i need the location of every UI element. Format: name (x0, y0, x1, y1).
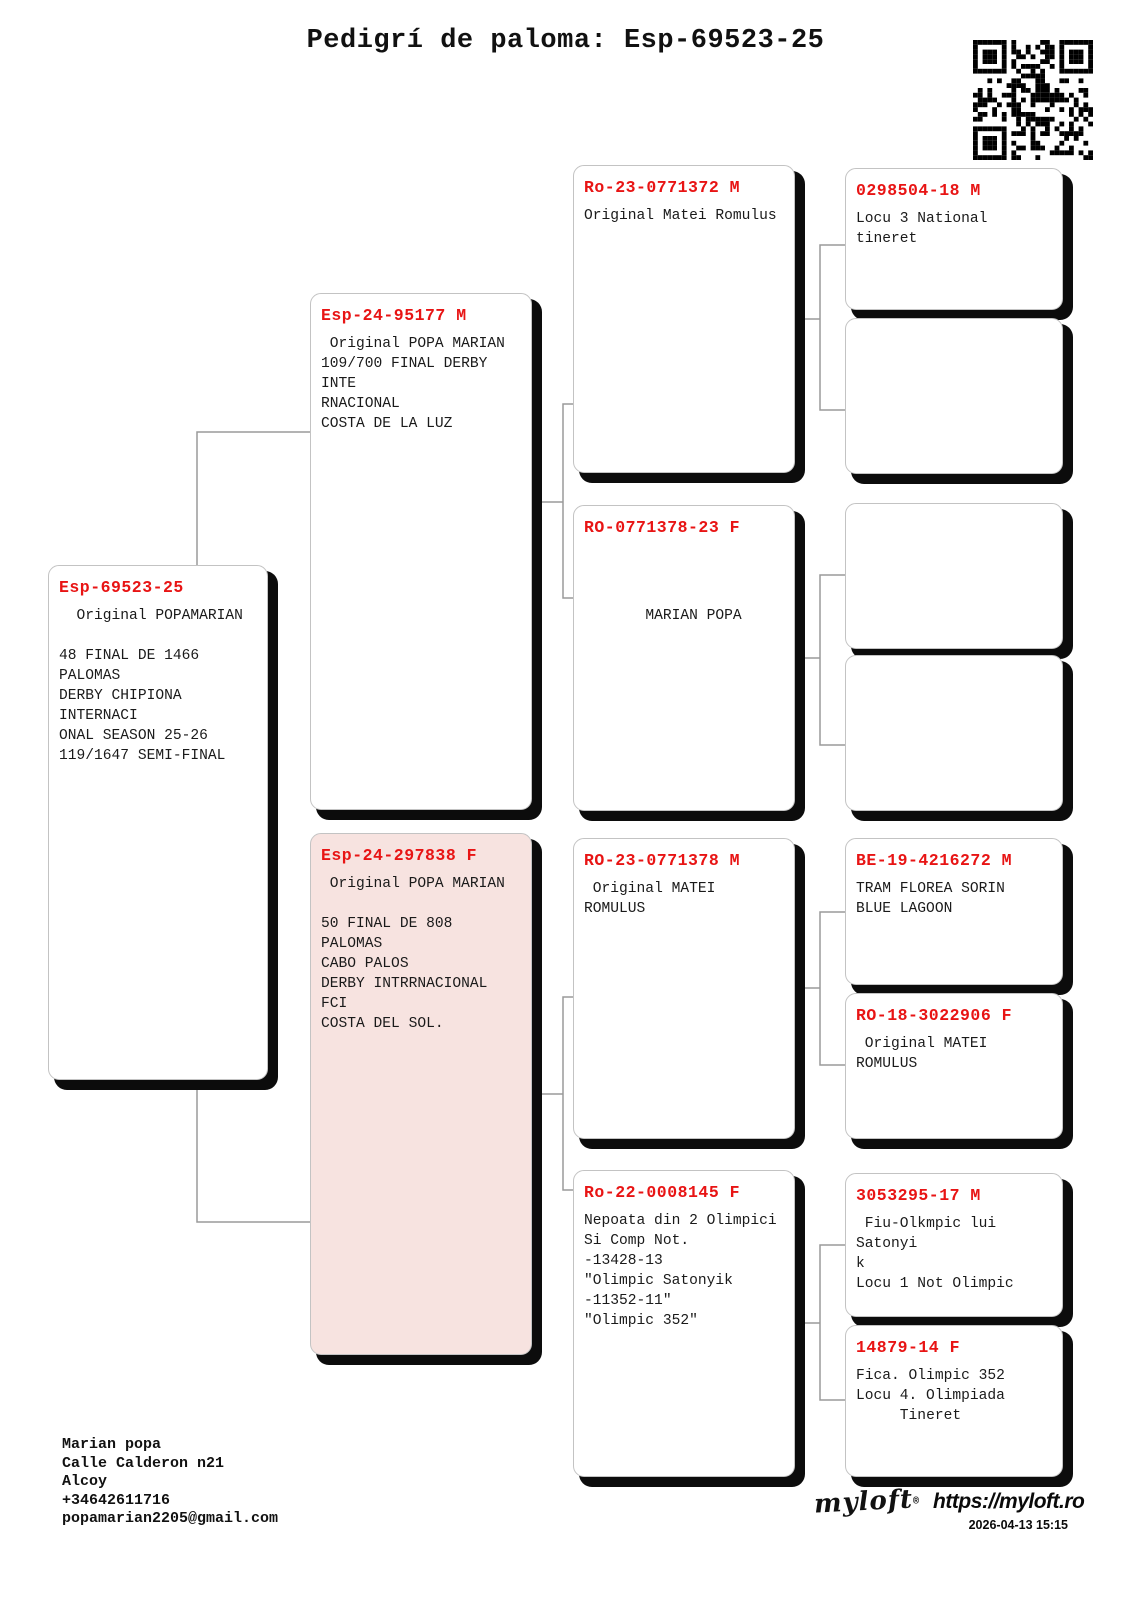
pedigree-box-great-grandparent-4-empty (845, 655, 1063, 811)
ring-id: Esp-24-297838 F (321, 846, 478, 865)
box-notes: Original MATEI ROMULUS (584, 881, 725, 917)
pedigree-box-maternal-grandmother: Ro-22-0008145 F Nepoata din 2 Olimpici S… (573, 1170, 795, 1477)
qr-code (973, 40, 1093, 160)
ring-id: 0298504-18 M (856, 181, 981, 200)
pedigree-box-great-grandparent-3-empty (845, 503, 1063, 649)
box-notes: TRAM FLOREA SORIN BLUE LAGOON (856, 881, 1005, 917)
box-notes: MARIAN POPA (645, 608, 742, 624)
ring-id: Ro-23-0771372 M (584, 178, 741, 197)
box-notes: Original POPA MARIAN 50 FINAL DE 808 PAL… (321, 876, 505, 1032)
box-notes: Nepoata din 2 Olimpici Si Comp Not. -134… (584, 1213, 777, 1329)
pedigree-box-great-grandparent-2-empty (845, 318, 1063, 474)
box-notes: Original MATEI ROMULUS (856, 1036, 997, 1072)
pedigree-box-paternal-grandmother: RO-0771378-23 F MARIAN POPA (573, 505, 795, 811)
ring-id: Esp-24-95177 M (321, 306, 467, 325)
ring-id: Esp-69523-25 (59, 578, 184, 597)
print-timestamp: 2026-04-13 15:15 (968, 1518, 1068, 1532)
ring-id: 3053295-17 M (856, 1186, 981, 1205)
pedigree-box-mother: Esp-24-297838 F Original POPA MARIAN 50 … (310, 833, 532, 1355)
pedigree-box-subject: Esp-69523-25 Original POPAMARIAN 48 FINA… (48, 565, 268, 1080)
pedigree-box-great-grandparent-8: 14879-14 F Fica. Olimpic 352 Locu 4. Oli… (845, 1325, 1063, 1477)
pedigree-box-great-grandparent-6: RO-18-3022906 F Original MATEI ROMULUS (845, 993, 1063, 1139)
pedigree-box-great-grandparent-1: 0298504-18 M Locu 3 National tineret (845, 168, 1063, 310)
box-notes: Original POPAMARIAN 48 FINAL DE 1466 PAL… (59, 608, 243, 764)
ring-id: RO-23-0771378 M (584, 851, 741, 870)
box-notes: Original Matei Romulus (584, 208, 777, 224)
ring-id: 14879-14 F (856, 1338, 961, 1357)
ring-id: RO-0771378-23 F (584, 518, 741, 537)
ring-id: BE-19-4216272 M (856, 851, 1013, 870)
box-notes: Fiu-Olkmpic lui Satonyi k Locu 1 Not Oli… (856, 1216, 1014, 1292)
pedigree-box-great-grandparent-7: 3053295-17 M Fiu-Olkmpic lui Satonyi k L… (845, 1173, 1063, 1317)
ring-id: RO-18-3022906 F (856, 1006, 1013, 1025)
registered-mark: ® (913, 1496, 920, 1508)
pedigree-box-great-grandparent-5: BE-19-4216272 M TRAM FLOREA SORIN BLUE L… (845, 838, 1063, 985)
pedigree-box-father: Esp-24-95177 M Original POPA MARIAN 109/… (310, 293, 532, 810)
pedigree-box-paternal-grandfather: Ro-23-0771372 M Original Matei Romulus (573, 165, 795, 473)
box-notes: Locu 3 National tineret (856, 211, 997, 247)
brand-name: myloft (813, 1484, 914, 1520)
breeder-contact: Marian popa Calle Calderon n21 Alcoy +34… (62, 1436, 279, 1527)
myloft-footer: myloft® https://myloft.ro 2026-04-13 15:… (812, 1482, 1085, 1542)
page-title: Pedigrí de paloma: Esp-69523-25 (306, 26, 825, 56)
box-notes: Original POPA MARIAN 109/700 FINAL DERBY… (321, 336, 505, 432)
pedigree-box-maternal-grandfather: RO-23-0771378 M Original MATEI ROMULUS (573, 838, 795, 1139)
ring-id: Ro-22-0008145 F (584, 1183, 741, 1202)
box-notes: Fica. Olimpic 352 Locu 4. Olimpiada Tine… (856, 1368, 1005, 1424)
site-url: https://myloft.ro (933, 1490, 1085, 1513)
